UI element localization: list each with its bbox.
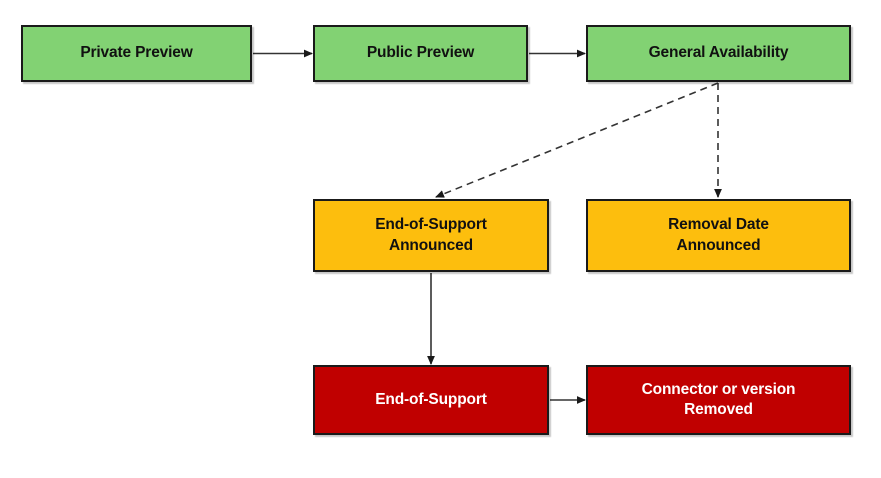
node-label: End-of-Support Announced — [375, 216, 487, 254]
node-label: Connector or version Removed — [641, 380, 796, 418]
edge-ga-to-eos-announced — [435, 82, 719, 198]
node-label: General Availability — [648, 44, 789, 62]
node-end-of-support[interactable]: End-of-Support — [313, 365, 549, 435]
node-general-availability[interactable]: General Availability — [586, 25, 851, 82]
node-label: Private Preview — [80, 44, 193, 62]
node-public-preview[interactable]: Public Preview — [313, 25, 528, 82]
node-label: End-of-Support — [375, 390, 487, 408]
node-removal-date-announced[interactable]: Removal Date Announced — [586, 199, 851, 272]
node-connector-or-version-removed[interactable]: Connector or version Removed — [586, 365, 851, 435]
node-private-preview[interactable]: Private Preview — [21, 25, 252, 82]
node-label: Public Preview — [366, 44, 475, 62]
node-label: Removal Date Announced — [668, 216, 769, 254]
node-end-of-support-announced[interactable]: End-of-Support Announced — [313, 199, 549, 272]
